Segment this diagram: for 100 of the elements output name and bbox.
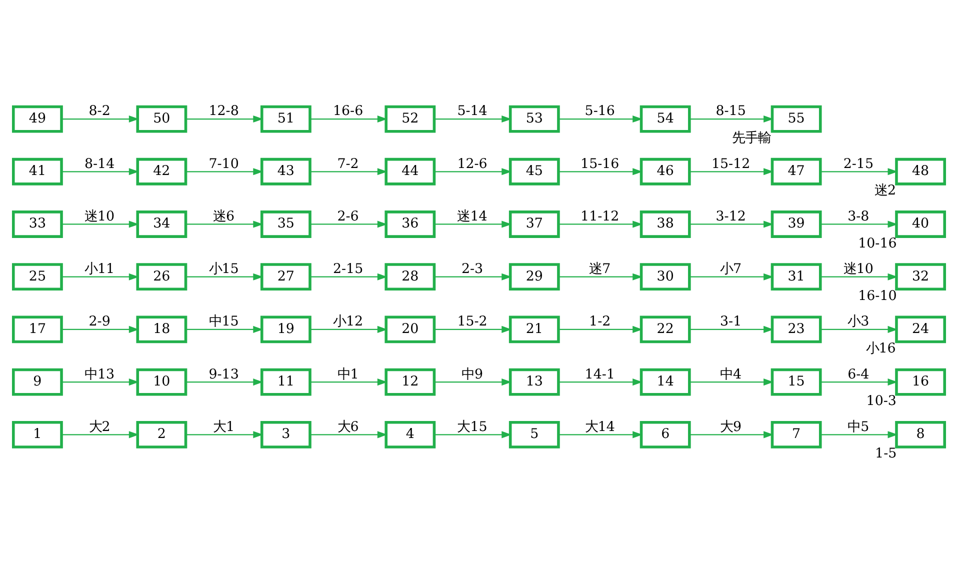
arrow — [558, 325, 643, 332]
arrow — [558, 220, 643, 228]
node-box: 44 — [384, 157, 436, 185]
edge-label: 大9 — [720, 419, 742, 434]
edge-label: 3-12 — [716, 208, 746, 224]
arrow — [820, 430, 898, 438]
arrow — [62, 272, 139, 280]
arrow — [820, 272, 898, 280]
arrow — [62, 168, 139, 175]
node-box: 10 — [136, 368, 188, 396]
edge-label: 中15 — [208, 314, 239, 330]
arrow — [690, 430, 774, 438]
arrow — [690, 115, 774, 122]
arrow — [690, 220, 774, 228]
edge-label: 大15 — [457, 419, 488, 434]
node-box: 15 — [770, 368, 822, 396]
node-box: 18 — [136, 315, 188, 343]
node-box: 22 — [640, 315, 691, 343]
edge-label: 12-6 — [457, 156, 488, 172]
edge-label: 15-16 — [580, 156, 620, 172]
edge-label: 迷10 — [84, 208, 115, 224]
edge-label: 2-9 — [88, 314, 110, 330]
edge-label: 12-8 — [208, 104, 239, 119]
node-box: 16 — [895, 368, 946, 396]
node-box: 19 — [260, 315, 312, 343]
edge-label: 3-1 — [720, 314, 742, 330]
arrow — [310, 168, 388, 175]
node-box: 48 — [895, 157, 946, 185]
arrow — [558, 168, 643, 175]
arrow — [62, 378, 139, 386]
arrow — [434, 325, 512, 332]
edge-label: 大14 — [584, 419, 615, 434]
edge-label: 8-15 — [716, 104, 746, 119]
node-label: 先手輸 — [732, 130, 772, 146]
arrow — [62, 430, 139, 438]
edge-label: 8-14 — [84, 156, 115, 172]
node-box: 27 — [260, 262, 312, 290]
edge-label: 2-6 — [337, 208, 359, 224]
arrow — [62, 115, 139, 122]
node-box: 42 — [136, 157, 188, 185]
arrow — [186, 115, 264, 122]
node-box: 45 — [508, 157, 560, 185]
node-box: 51 — [260, 104, 312, 132]
arrow — [310, 115, 388, 122]
node-box: 28 — [384, 262, 436, 290]
edge-label: 5-16 — [584, 104, 615, 119]
node-box: 17 — [12, 315, 63, 343]
node-box: 50 — [136, 104, 188, 132]
edge-label: 2-3 — [461, 262, 484, 277]
arrow — [820, 220, 898, 228]
node-box: 1 — [12, 420, 63, 448]
edge-label: 小15 — [208, 262, 239, 277]
arrow — [310, 325, 388, 332]
node-box: 11 — [260, 368, 312, 396]
node-box: 49 — [12, 104, 63, 132]
edge-label: 5-14 — [457, 104, 488, 119]
arrow — [820, 378, 898, 386]
arrow — [820, 168, 898, 175]
node-box: 8 — [895, 420, 946, 448]
edge-label: 中1 — [337, 366, 359, 382]
arrow — [310, 220, 388, 228]
arrow — [434, 168, 512, 175]
node-box: 25 — [12, 262, 63, 290]
arrow — [62, 325, 139, 332]
edge-label: 14-1 — [584, 366, 615, 382]
node-box: 39 — [770, 210, 822, 238]
arrow — [310, 430, 388, 438]
edge-label: 迷14 — [457, 208, 488, 224]
edge-label: 中9 — [462, 366, 484, 382]
node-label: 16-10 — [858, 288, 897, 304]
arrow — [434, 430, 512, 438]
arrow — [434, 115, 512, 122]
node-box: 55 — [770, 104, 822, 132]
arrow — [558, 115, 643, 122]
arrow — [186, 220, 264, 228]
arrow — [186, 168, 264, 175]
node-box: 31 — [770, 262, 822, 290]
arrow — [434, 378, 512, 386]
arrow — [310, 378, 388, 386]
arrow — [434, 272, 512, 280]
arrow — [186, 325, 264, 332]
arrow — [690, 272, 774, 280]
edge-label: 6-4 — [848, 366, 870, 382]
node-box: 32 — [895, 262, 946, 290]
node-box: 30 — [640, 262, 691, 290]
arrow — [690, 325, 774, 332]
node-label: 迷2 — [874, 183, 896, 198]
node-box: 43 — [260, 157, 312, 185]
edge-label: 大2 — [88, 419, 110, 434]
node-label: 小16 — [866, 341, 896, 356]
node-box: 26 — [136, 262, 188, 290]
node-box: 37 — [508, 210, 560, 238]
node-box: 21 — [508, 315, 560, 343]
arrow — [434, 220, 512, 228]
edge-label: 迷6 — [213, 208, 235, 224]
node-box: 4 — [384, 420, 436, 448]
arrow — [186, 378, 264, 386]
node-box: 36 — [384, 210, 436, 238]
node-box: 2 — [136, 420, 188, 448]
node-box: 6 — [640, 420, 691, 448]
